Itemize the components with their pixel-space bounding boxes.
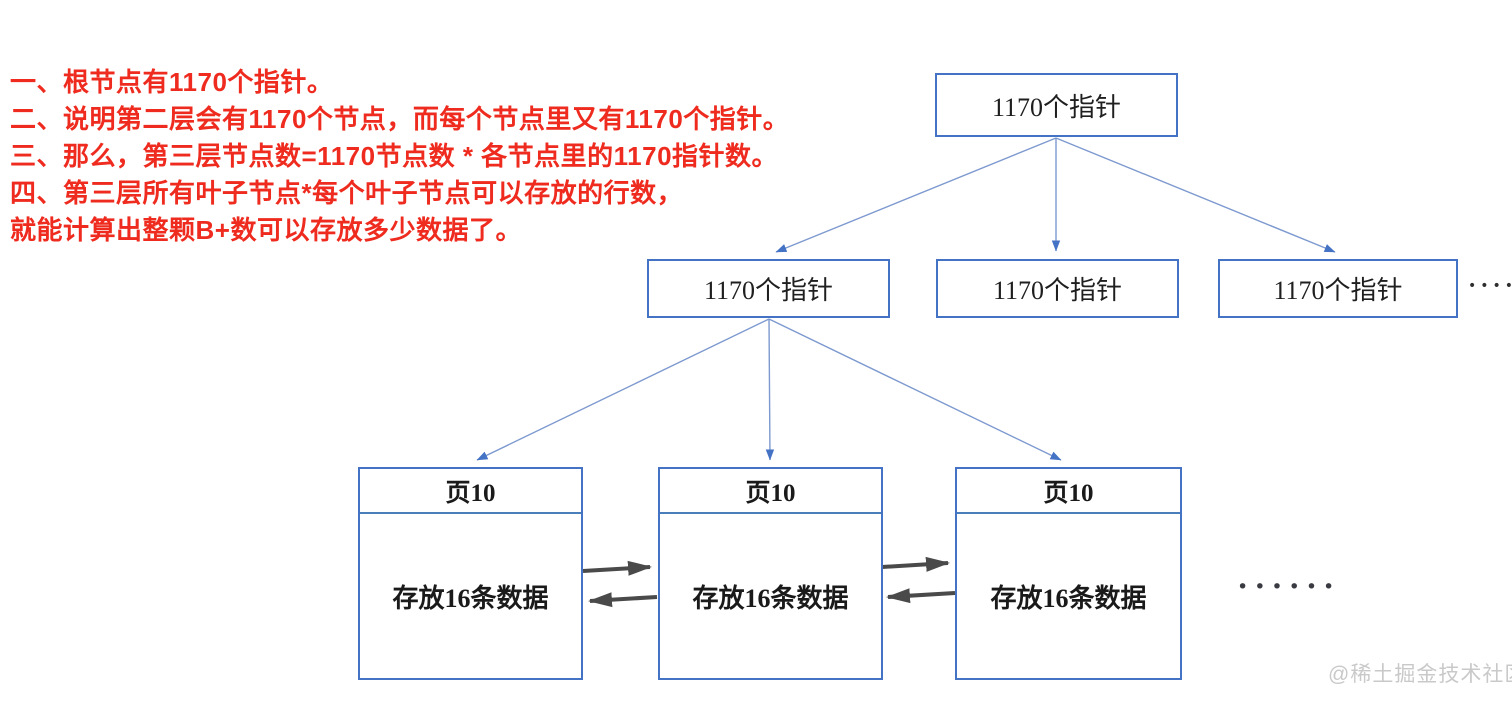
annotation-line-5: 就能计算出整颗B+数可以存放多少数据了。 [10,215,522,245]
leaf-node-1-header: 页10 [360,469,581,514]
level2-node-2-label: 1170个指针 [992,276,1123,305]
root-node-label: 1170个指针 [991,92,1122,122]
level2-node-2: 1170个指针 [936,259,1179,318]
level2-node-3: 1170个指针 [1218,259,1458,318]
level2-node-1-label: 1170个指针 [703,276,834,305]
annotation-line-1: 一、根节点有1170个指针。 [10,67,334,97]
leaf-node-2-header: 页10 [660,469,881,514]
leaf-node-2: 页10 存放16条数据 [658,467,883,680]
leaf-node-3-body: 存放16条数据 [990,583,1147,613]
leaf-node-1-body: 存放16条数据 [392,583,549,613]
leaf-node-1: 页10 存放16条数据 [358,467,583,680]
watermark-text: @稀土掘金技术社区 [1328,663,1512,686]
leaf-node-3: 页10 存放16条数据 [955,467,1182,680]
level2-node-3-label: 1170个指针 [1273,276,1403,305]
annotation-line-4: 四、第三层所有叶子节点*每个叶子节点可以存放的行数， [10,178,684,208]
leaf-node-2-body: 存放16条数据 [692,583,849,613]
leaf-ellipsis: •••••• [1237,576,1341,598]
leaf-node-3-header: 页10 [957,469,1180,514]
level2-node-1: 1170个指针 [647,259,890,318]
annotation-line-3: 三、那么，第三层节点数=1170节点数 * 各节点里的1170指针数。 [10,141,779,171]
annotation-line-2: 二、说明第二层会有1170个节点，而每个节点里又有1170个指针。 [10,104,790,134]
annotation-notes: 一、根节点有1170个指针。 二、说明第二层会有1170个节点，而每个节点里又有… [10,64,900,249]
level2-ellipsis: ••••• [1468,278,1512,294]
root-node: 1170个指针 [935,73,1178,137]
level2-to-leaf-arrows [476,318,1062,461]
